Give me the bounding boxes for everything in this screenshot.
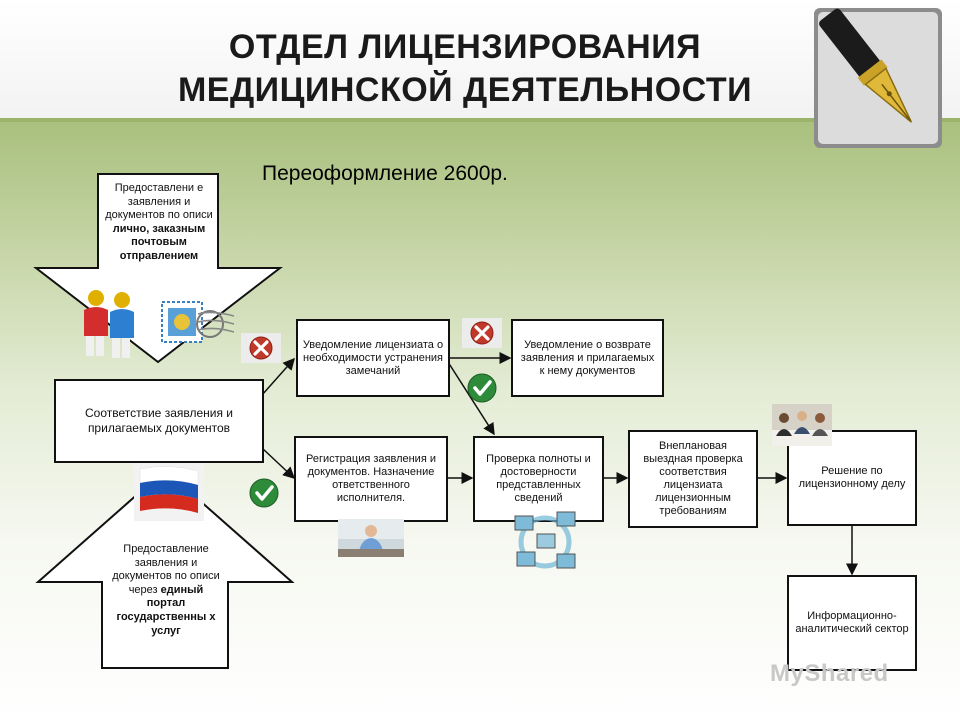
header-divider xyxy=(0,118,960,122)
red-x-icon xyxy=(241,333,281,363)
arrow-bottom-text: Предоставление заявления и документов по… xyxy=(108,543,224,638)
compliance-box: Соответствие заявления и прилагаемых док… xyxy=(54,379,264,463)
fountain-pen-icon xyxy=(814,8,942,148)
connector-compliance-to-registration xyxy=(261,447,296,480)
title-line-1: ОТДЕЛ ЛИЦЕНЗИРОВАНИЯ xyxy=(228,28,702,66)
network-computers-icon xyxy=(514,511,576,569)
arrow-top-bold: лично, заказным почтовым отправлением xyxy=(112,222,206,262)
arrow-top-plain: Предоставлени е заявления и документов п… xyxy=(105,182,213,222)
watermark: MyShared xyxy=(770,660,889,687)
arrow-bottom-plain: Предоставление заявления и документов по… xyxy=(112,543,220,596)
inspection-box: Внеплановая выездная проверка соответств… xyxy=(628,430,758,528)
russian-flag-icon xyxy=(134,463,204,521)
sector-box: Информационно-аналитический сектор xyxy=(787,575,917,671)
red-x-icon xyxy=(462,318,502,348)
arrow-bottom-bold: единый портал государственны х услуг xyxy=(116,583,216,637)
header-background xyxy=(0,0,960,122)
decision-box: Решение по лицензионному делу xyxy=(787,430,917,526)
person-photo xyxy=(338,519,404,557)
page-title: ОТДЕЛ ЛИЦЕНЗИРОВАНИЯ МЕДИЦИНСКОЙ ДЕЯТЕЛЬ… xyxy=(150,26,780,112)
arrow-top-text: Предоставлени е заявления и документов п… xyxy=(104,182,214,264)
up-block-arrow xyxy=(35,468,295,669)
green-check-icon xyxy=(249,478,279,508)
subtitle-price: Переоформление 2600р. xyxy=(262,162,508,185)
connector-compliance-to-notify xyxy=(261,357,295,396)
connector-notify-to-check xyxy=(447,361,495,436)
notify-fix-box: Уведомление лицензиата о необходимости у… xyxy=(296,319,450,397)
notify-return-box: Уведомление о возврате заявления и прила… xyxy=(511,319,664,397)
people-icon xyxy=(84,290,134,358)
registration-box: Регистрация заявления и документов. Назн… xyxy=(294,436,448,522)
green-check-icon xyxy=(467,373,497,403)
title-line-2: МЕДИЦИНСКОЙ ДЕЯТЕЛЬНОСТИ xyxy=(177,71,753,109)
mail-stamp-icon xyxy=(161,301,235,343)
meeting-photo xyxy=(772,404,832,446)
